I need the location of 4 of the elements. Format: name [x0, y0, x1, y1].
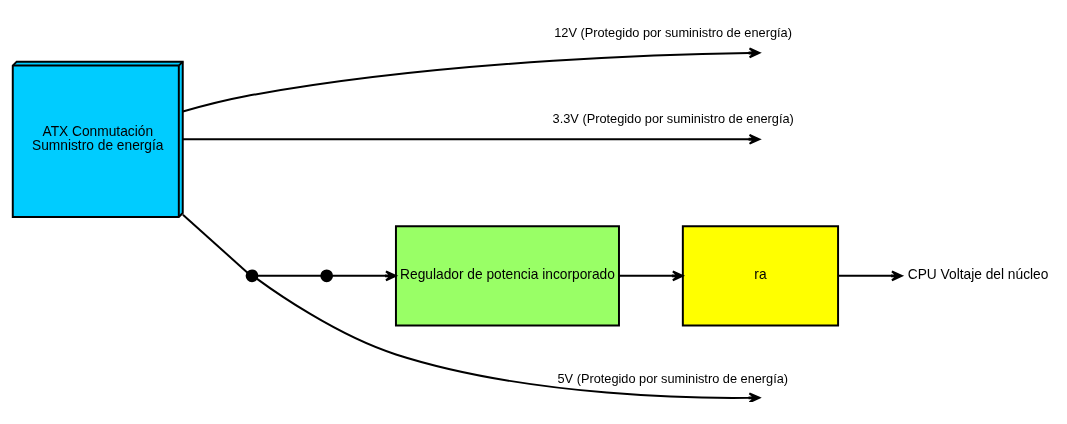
edge-label: 12V (Protegido por suministro de energía) — [554, 24, 792, 40]
node-text: CPU Voltaje del núcleo — [907, 266, 1049, 282]
edge-label: 5V (Protegido por suministro de energía) — [557, 370, 789, 386]
edge-label: 3.3V (Protegido por suministro de energía) — [552, 110, 794, 126]
